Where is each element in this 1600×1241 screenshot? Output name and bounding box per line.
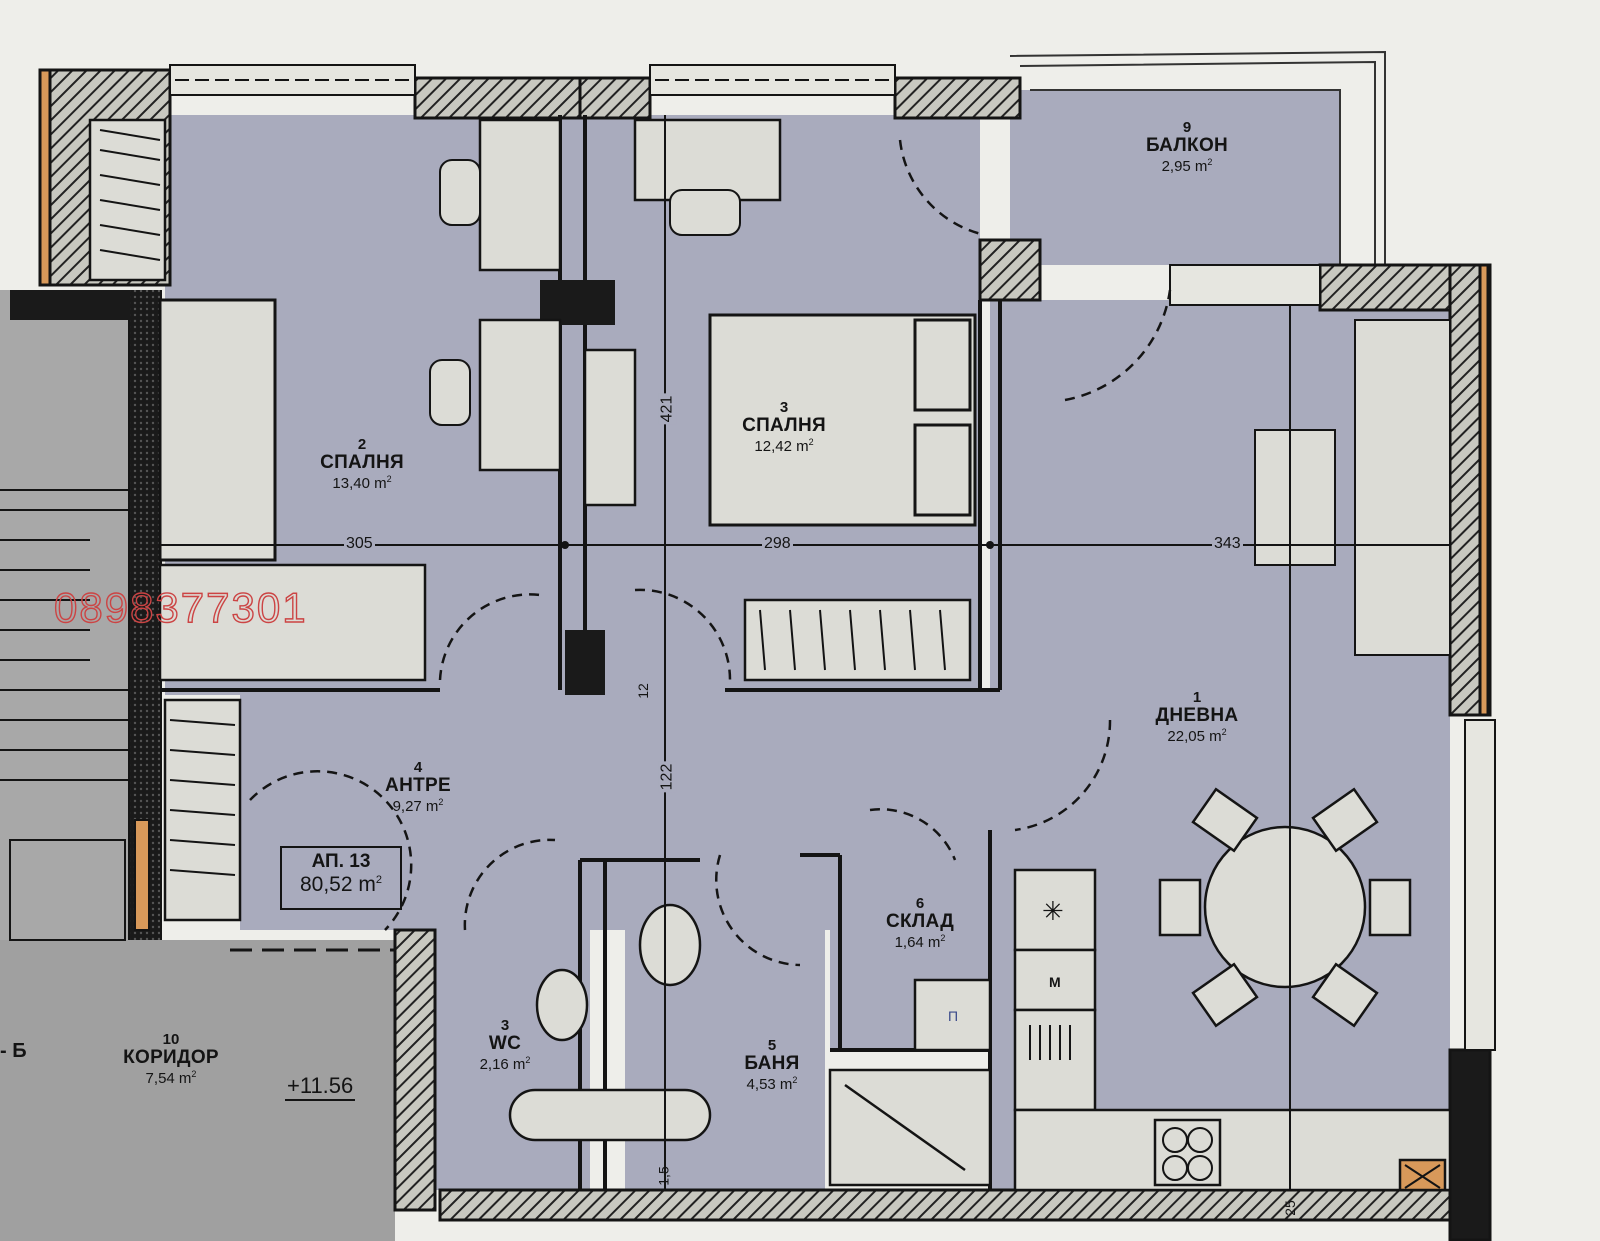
single-bed (158, 298, 277, 562)
dimension-v5: 25 (1281, 1200, 1298, 1216)
room-label-bedroom-2: 2 СПАЛНЯ 13,40 m2 (320, 436, 404, 492)
balcony-outline (1009, 50, 1386, 265)
microwave-icon: М (1049, 974, 1061, 990)
washer-icon: П (948, 1008, 959, 1024)
fridge-icon: ✳ (1042, 896, 1064, 926)
room-label-bathroom: 5 БАНЯ 4,53 m2 (744, 1037, 800, 1093)
windows (169, 64, 1496, 1051)
dimension-h3: 343 (1212, 535, 1243, 553)
room-label-hallway: 4 АНТРЕ 9,27 m2 (385, 759, 451, 815)
stair-label: - Б (0, 1040, 27, 1062)
dimension-h2: 298 (762, 535, 793, 553)
dimension-v4: 1,5 (655, 1166, 672, 1186)
kitchen-units (1013, 868, 1452, 1192)
column (540, 280, 615, 325)
double-bed (708, 313, 977, 527)
sofa (1254, 319, 1451, 656)
bathroom-fixtures (508, 903, 992, 1187)
room-label-living: 1 ДНЕВНА 22,05 m2 (1155, 689, 1239, 745)
room-label-storage: 6 СКЛАД 1,64 m2 (885, 895, 955, 951)
dimension-h1: 305 (344, 535, 375, 553)
room-label-balcony: 9 БАЛКОН 2,95 m2 (1145, 119, 1229, 175)
dimension-v1: 421 (658, 393, 677, 425)
room-label-corridor: 10 КОРИДОР 7,54 m2 (123, 1031, 219, 1087)
room-label-wc: 3 WC 2,16 m2 (479, 1017, 531, 1073)
dining-table (1158, 787, 1412, 1028)
level-mark: +11.56 (285, 1073, 356, 1101)
door-swings (249, 139, 1172, 967)
apartment-label: АП. 13 80,52 m2 (280, 846, 402, 910)
phone-watermark: 0898377301 (53, 583, 308, 631)
column-2 (565, 630, 605, 695)
dimension-v2: 12 (634, 683, 651, 699)
corridor-area (0, 940, 395, 1241)
room-label-bedroom-3: 3 СПАЛНЯ 12,42 m2 (742, 399, 826, 455)
chairs (429, 159, 741, 426)
stairs (0, 489, 150, 941)
desks (478, 118, 782, 507)
dimension-v3: 122 (658, 761, 677, 793)
